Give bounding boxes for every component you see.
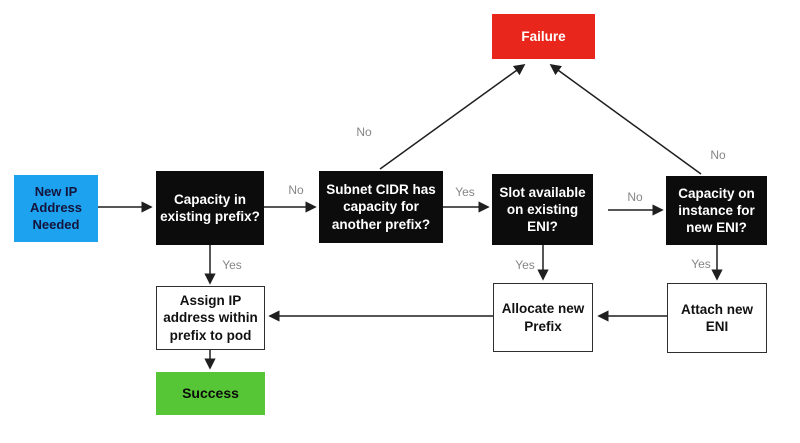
node-failure: Failure [492, 14, 595, 59]
node-capacity-new-eni: Capacity on instance for new ENI? [666, 176, 767, 245]
edge-label-no-subnet-cidr: No [356, 125, 372, 139]
edge-label-no-capacity-instance: No [710, 148, 726, 162]
node-capacity-existing-prefix: Capacity in existing prefix? [156, 171, 264, 245]
node-subnet-cidr-capacity: Subnet CIDR has capacity for another pre… [319, 171, 443, 243]
edge-label-no-slot-available: No [627, 190, 643, 204]
edge-label-yes-capacity-existing: Yes [222, 258, 242, 272]
edge-label-yes-capacity-instance: Yes [691, 257, 711, 271]
edge-label-yes-slot-available: Yes [515, 258, 535, 272]
node-success: Success [156, 372, 265, 415]
node-attach-eni: Attach new ENI [667, 283, 767, 353]
node-assign-ip: Assign IP address within prefix to pod [156, 286, 265, 350]
node-allocate-prefix: Allocate new Prefix [493, 283, 593, 352]
node-slot-available-eni: Slot available on existing ENI? [492, 174, 593, 245]
node-new-ip-needed: New IP Address Needed [14, 175, 98, 242]
edge-label-yes-subnet-cidr: Yes [455, 185, 475, 199]
edge-label-no-capacity-existing: No [288, 183, 304, 197]
edge-subnet-cidr-no-to-failure [379, 64, 526, 170]
edge-capacity-instance-no-to-failure [549, 64, 702, 175]
